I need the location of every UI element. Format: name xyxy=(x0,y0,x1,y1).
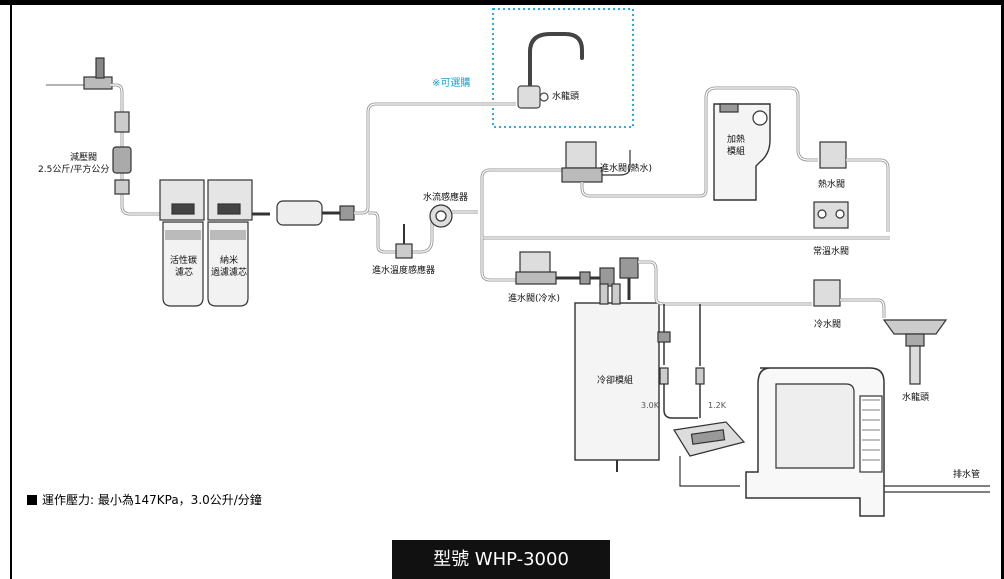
note-text: 運作壓力: 最小為147KPa，3.0公升/分鐘 xyxy=(42,493,262,507)
faucet-body xyxy=(517,85,541,109)
nano-filter-label-1: 納米 xyxy=(220,256,239,266)
heating-module-label-2: 模組 xyxy=(727,147,746,157)
cold-valve-label: 冷水閥 xyxy=(814,320,842,330)
cooling-junction xyxy=(619,257,639,279)
faucet-label: 水龍頭 xyxy=(552,92,580,102)
carbon-filter-label-2: 濾芯 xyxy=(175,268,194,278)
drain-pipe-line xyxy=(884,485,990,493)
faucet-spout xyxy=(528,32,584,90)
carbon-filter-label-1: 活性碳 xyxy=(170,256,198,266)
operating-pressure-note: 運作壓力: 最小為147KPa，3.0公升/分鐘 xyxy=(27,491,262,508)
inlet-fitting xyxy=(83,76,113,90)
hot-valve-label: 熱水閥 xyxy=(818,180,846,190)
optional-label: ※可選購 xyxy=(432,78,471,89)
optional-faucet-box xyxy=(492,8,634,128)
cooling-module xyxy=(574,302,660,461)
cooling-module-label: 冷卻模組 xyxy=(597,376,634,386)
hot-valve xyxy=(819,141,847,169)
pipe-hot-inlet xyxy=(480,168,562,212)
cold-valve xyxy=(813,279,841,307)
pressure-valve-label: 減壓閥 xyxy=(70,153,98,163)
cold-inlet-valve-label: 進水閥(冷水) xyxy=(508,294,561,304)
ambient-valve-label: 常溫水閥 xyxy=(813,247,850,257)
pressure-reducing-valve xyxy=(112,146,132,174)
heating-module xyxy=(713,103,771,201)
pipe-hot-to-heater xyxy=(580,86,818,198)
sensor-30k xyxy=(659,367,669,385)
temp-sensor-label: 進水溫度感應器 xyxy=(372,266,436,276)
bullet-square-icon xyxy=(27,495,37,505)
temp-sensor xyxy=(395,243,413,259)
resistor-12k-label: 1.2K xyxy=(708,401,726,410)
flow-sensor-label: 水流感應器 xyxy=(423,193,469,203)
drain-pipe-label: 排水管 xyxy=(953,470,981,480)
nano-filter xyxy=(207,221,249,307)
carbon-filter xyxy=(162,221,204,307)
right-faucet xyxy=(882,319,948,335)
pipe-cold-inlet xyxy=(480,238,520,282)
hot-inlet-valve xyxy=(565,141,597,169)
model-banner: 型號 WHP-3000 xyxy=(392,540,610,579)
resistor-30k-label: 3.0K xyxy=(641,401,659,410)
faucet-2-label: 水龍頭 xyxy=(902,393,930,403)
nano-filter-label-2: 過濾濾芯 xyxy=(211,268,248,278)
pressure-value-label: 2.5公斤/平方公分 xyxy=(38,165,110,175)
sensor-12k xyxy=(695,367,705,385)
right-border xyxy=(1001,5,1004,579)
hot-inlet-valve-label: 進水閥(熱水) xyxy=(600,164,653,174)
heating-module-label-1: 加熱 xyxy=(727,135,746,145)
post-filter xyxy=(276,200,323,226)
pipe-cold-to-valve xyxy=(638,260,812,306)
left-border xyxy=(10,5,12,579)
top-border xyxy=(0,0,1004,5)
